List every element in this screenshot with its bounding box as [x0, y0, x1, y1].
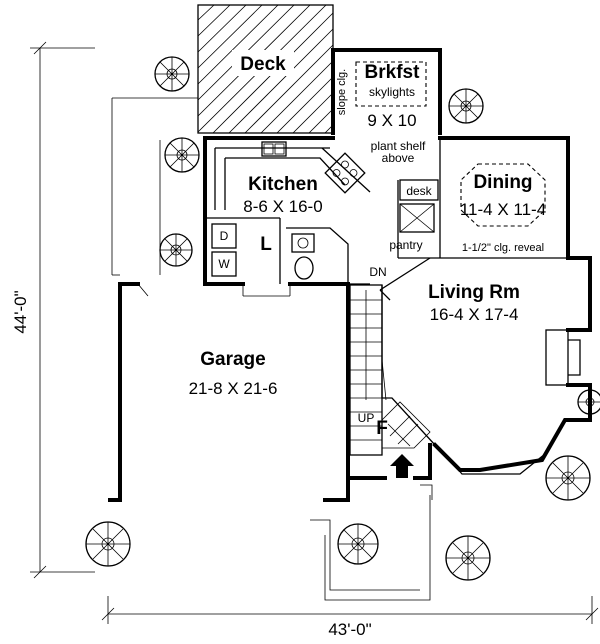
interior-walls [205, 138, 568, 301]
plant-shelf-note-line1: plant shelf [371, 139, 426, 153]
shrub-icon-deck-right [154, 56, 190, 92]
width-dimension-line [101, 596, 599, 624]
powder-room-fixtures [291, 233, 315, 280]
pantry-label: pantry [389, 238, 422, 252]
depth-dimension-label: 44'-0" [11, 290, 30, 333]
shrub-icon-walk [445, 535, 491, 581]
pantry-shelving [399, 203, 435, 233]
stairs-down-label: DN [369, 265, 386, 279]
shrub-icon-laundry-left [159, 233, 193, 267]
dining-label: Dining [473, 172, 532, 193]
entry-arrow-icon [390, 454, 414, 478]
garage-door-swing [137, 283, 291, 297]
width-dimension-label: 43'-0" [328, 620, 371, 639]
laundry-label: L [260, 234, 272, 255]
foyer-tile-pattern [381, 401, 431, 449]
bay-window [439, 447, 546, 475]
washer-label: W [218, 257, 230, 271]
foyer-label: F [376, 418, 388, 439]
shrub-icon-entry [337, 523, 379, 565]
breakfast-label: Brkfst [365, 62, 421, 83]
dining-dims: 11-4 X 11-4 [460, 200, 546, 219]
kitchen-counters [214, 147, 371, 210]
stairs-up-label: UP [358, 411, 375, 425]
shrub-icon-garage-left [85, 521, 131, 567]
washer-dryer [211, 223, 237, 277]
breakfast-dims: 9 X 10 [367, 111, 416, 130]
deck-label: Deck [240, 54, 286, 75]
shrub-icon-kitchen-left [164, 137, 200, 173]
kitchen-dims: 8-6 X 16-0 [243, 197, 322, 216]
depth-dimension-line [30, 41, 95, 579]
exterior-walls [108, 48, 592, 502]
garage-dims: 21-8 X 21-6 [189, 379, 278, 398]
living-room-label: Living Rm [428, 282, 520, 303]
kitchen-label: Kitchen [248, 174, 318, 195]
shrub-icon-living-bottom [545, 455, 591, 501]
fireplace [545, 328, 592, 387]
desk-label: desk [406, 184, 432, 198]
dryer-label: D [220, 229, 229, 243]
breakfast-ceiling-note: slope clg. [336, 69, 348, 115]
living-room-dims: 16-4 X 17-4 [430, 305, 519, 324]
range-icon [324, 152, 366, 194]
stairs [349, 284, 436, 456]
shrub-icon-living-right [577, 389, 600, 415]
shrub-icon-breakfast-right [448, 88, 484, 124]
plant-shelf-note-line2: above [382, 151, 415, 165]
dining-ceiling-reveal [460, 163, 546, 227]
garage-label: Garage [200, 349, 265, 370]
skylights-outline [355, 61, 427, 107]
breakfast-skylights-note: skylights [369, 85, 415, 99]
sink-icon [261, 141, 287, 157]
dining-ceiling-note: 1-1/2" clg. reveal [462, 242, 544, 254]
desk [399, 179, 439, 201]
